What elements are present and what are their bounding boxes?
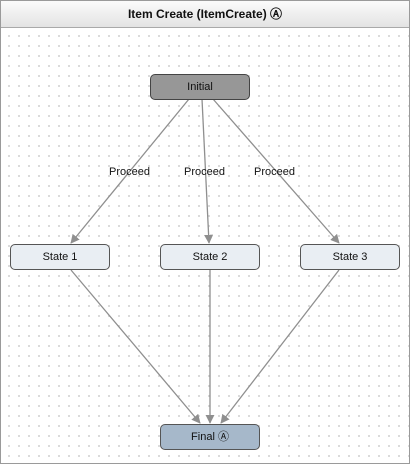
edge-label-initial-state3: Proceed [254,166,295,178]
edge-initial-state2[interactable] [201,98,214,244]
edge-state3-final[interactable] [220,269,340,424]
window-title: Item Create (ItemCreate) Ⓐ [1,1,409,28]
node-state-3[interactable]: State 3 [300,244,400,270]
node-final[interactable]: Final Ⓐ [160,424,260,450]
node-state-1[interactable]: State 1 [10,244,110,270]
edge-state1-final[interactable] [70,269,201,424]
edge-label-initial-state2: Proceed [184,166,225,178]
node-initial[interactable]: Initial [150,74,250,100]
edge-initial-state1[interactable] [70,98,190,244]
node-state-2[interactable]: State 2 [160,244,260,270]
edge-label-initial-state1: Proceed [109,166,150,178]
edge-initial-state3[interactable] [212,98,340,244]
